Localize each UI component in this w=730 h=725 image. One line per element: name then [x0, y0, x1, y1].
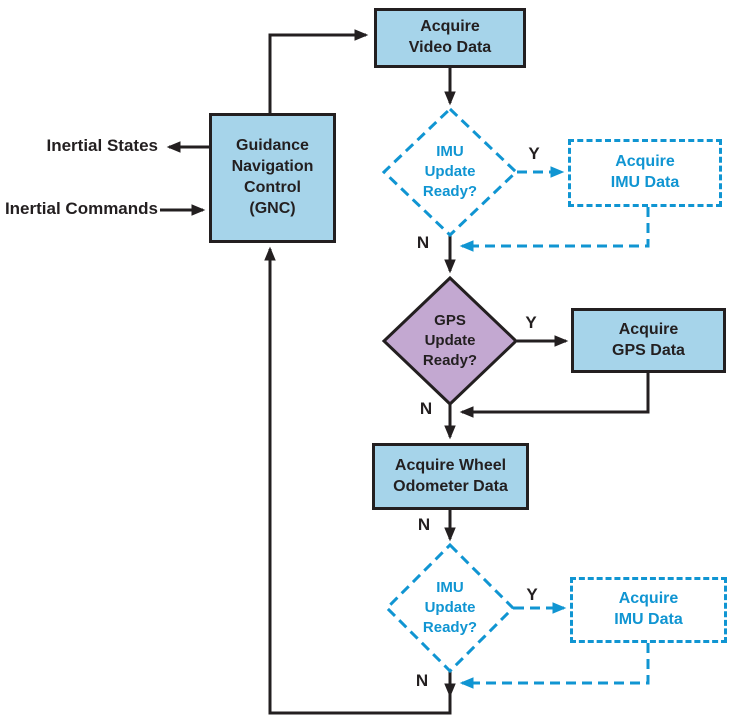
- branch-no-gps: N: [419, 399, 433, 418]
- node-acquire-imu-data-1: Acquire IMU Data: [568, 139, 722, 207]
- decision-imu-update-2-label: IMU Update Ready?: [422, 578, 478, 637]
- decision-imu-update-2-shape: [384, 542, 516, 674]
- branch-no-imu2: N: [415, 671, 429, 690]
- node-acquire-video-data: Acquire Video Data: [374, 8, 526, 68]
- connector-loop-to-gnc: [264, 246, 452, 715]
- connector-gnc-to-video: [268, 29, 369, 113]
- node-gnc: Guidance Navigation Control (GNC): [209, 113, 336, 243]
- branch-yes-gps: Y: [525, 313, 537, 332]
- node-acquire-wheel-odometer: Acquire Wheel Odometer Data: [372, 443, 529, 510]
- decision-gps-update-label: GPS Update Ready?: [422, 311, 478, 370]
- connector-gpsbox-return: [459, 373, 650, 418]
- branch-no-imu1: N: [416, 233, 430, 252]
- connector-imubox1-return: [459, 207, 650, 252]
- branch-yes-imu2: Y: [526, 585, 538, 604]
- label-inertial-commands: Inertial Commands: [4, 199, 158, 218]
- branch-yes-imu1: Y: [528, 144, 540, 163]
- node-acquire-gps-data: Acquire GPS Data: [571, 308, 726, 373]
- decision-imu-update-1-shape: [381, 106, 519, 238]
- label-inertial-states: Inertial States: [46, 136, 159, 155]
- decision-gps-update-shape: [381, 275, 519, 407]
- node-acquire-imu-data-2: Acquire IMU Data: [570, 577, 727, 643]
- branch-no-wheel: N: [417, 515, 431, 534]
- connector-imubox2-return: [459, 643, 650, 689]
- decision-imu-update-1-label: IMU Update Ready?: [422, 142, 478, 201]
